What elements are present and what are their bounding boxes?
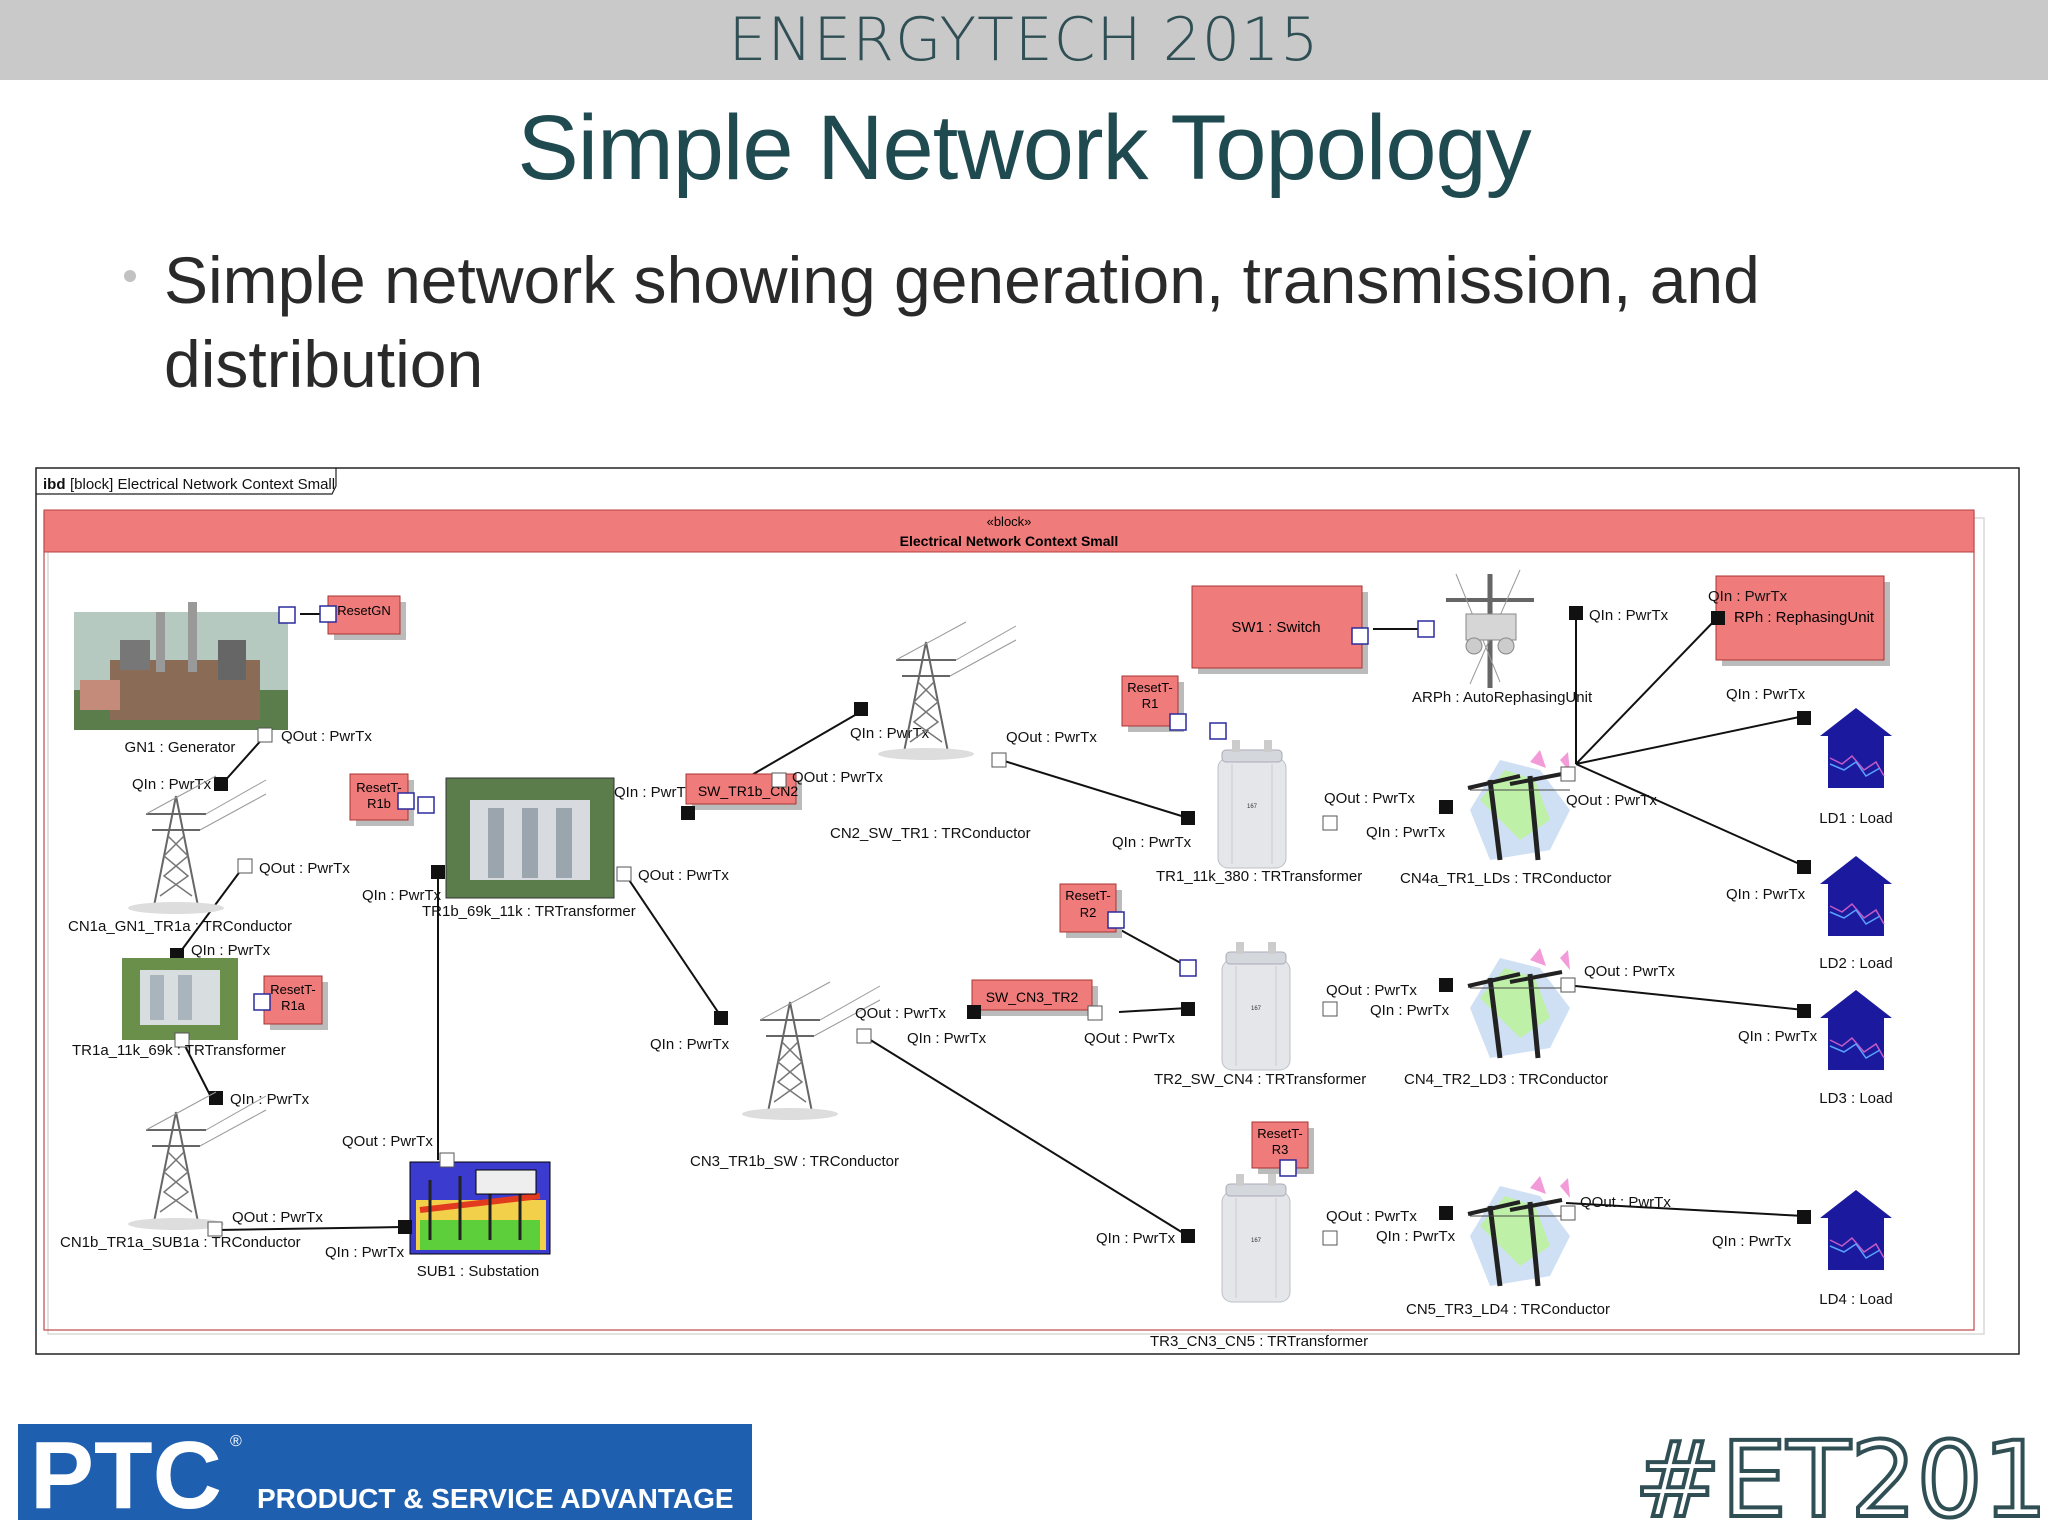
- ld2-label: LD2 : Load: [1819, 955, 1892, 972]
- tr3-qin: QIn : PwrTx: [1096, 1230, 1176, 1247]
- tr1a-label: TR1a_11k_69k : TRTransformer: [72, 1042, 286, 1059]
- ld1-qin: QIn : PwrTx: [1726, 686, 1806, 703]
- ld2-qin: QIn : PwrTx: [1726, 886, 1806, 903]
- ptc-tagline: PRODUCT & SERVICE ADVANTAGE: [257, 1483, 734, 1514]
- tr1a-image: [122, 958, 238, 1040]
- cn1b-qin: QIn : PwrTx: [230, 1091, 310, 1108]
- cn1a-label: CN1a_GN1_TR1a : TRConductor: [68, 918, 292, 935]
- arph-label: ARPh : AutoRephasingUnit: [1412, 689, 1593, 706]
- arph-image: [1446, 569, 1534, 688]
- sw-cn3-tr2-label: SW_CN3_TR2: [986, 989, 1079, 1005]
- cn3-qout: QOut : PwrTx: [855, 1005, 946, 1022]
- sub1-label: SUB1 : Substation: [417, 1263, 540, 1280]
- cn4a-label: CN4a_TR1_LDs : TRConductor: [1400, 870, 1611, 887]
- svg-text:®: ®: [230, 1433, 242, 1450]
- cn1b-label: CN1b_TR1a_SUB1a : TRConductor: [60, 1234, 301, 1251]
- top-banner: ENERGYTECH 2015: [0, 0, 2048, 80]
- sub1-qout: QOut : PwrTx: [342, 1133, 433, 1150]
- cn2-label: CN2_SW_TR1 : TRConductor: [830, 825, 1031, 842]
- hashtag-text: #ET2015: [1634, 1419, 2040, 1528]
- cn5-qin: QIn : PwrTx: [1376, 1228, 1456, 1245]
- tr1b-qin: QIn : PwrTx: [362, 887, 442, 904]
- cn3-qin: QIn : PwrTx: [650, 1036, 730, 1053]
- sw1-label: SW1 : Switch: [1231, 619, 1320, 636]
- resettr1a-label-1: ResetT-: [270, 982, 316, 997]
- resettr2-label-1: ResetT-: [1065, 888, 1111, 903]
- gn1-qout: QOut : PwrTx: [281, 728, 372, 745]
- tr1-qout: QOut : PwrTx: [1324, 790, 1415, 807]
- cn4a-qin: QIn : PwrTx: [1366, 824, 1446, 841]
- rph-label: RPh : RephasingUnit: [1734, 609, 1875, 626]
- tr1-label: TR1_11k_380 : TRTransformer: [1156, 868, 1362, 885]
- sub1-qin: QIn : PwrTx: [325, 1244, 405, 1261]
- substation-image: [409, 1161, 551, 1255]
- frame-label: [block] Electrical Network Context Small: [70, 476, 335, 493]
- ld4-qin: QIn : PwrTx: [1712, 1233, 1792, 1250]
- tr2-qout: QOut : PwrTx: [1326, 982, 1417, 999]
- sw-tr1b-qout: QOut : PwrTx: [792, 769, 883, 786]
- cn1b-qout: QOut : PwrTx: [232, 1209, 323, 1226]
- cn1a-qout: QOut : PwrTx: [259, 860, 350, 877]
- sw-tr1b-qin: QIn : PwrTx: [614, 784, 694, 801]
- sw-cn3-qout: QOut : PwrTx: [1084, 1030, 1175, 1047]
- resettr1b-label-1: ResetT-: [356, 780, 402, 795]
- cn3-label: CN3_TR1b_SW : TRConductor: [690, 1153, 899, 1170]
- generator-image: [74, 602, 288, 730]
- cn4-qin: QIn : PwrTx: [1370, 1002, 1450, 1019]
- ld4-label: LD4 : Load: [1819, 1291, 1892, 1308]
- frame-label-kind: ibd: [43, 476, 66, 493]
- ld3-label: LD3 : Load: [1819, 1090, 1892, 1107]
- resettr3-label-2: R3: [1272, 1142, 1289, 1157]
- cn5-qout: QOut : PwrTx: [1580, 1194, 1671, 1211]
- tr1-qin: QIn : PwrTx: [1112, 834, 1192, 851]
- bullet-text: Simple network showing generation, trans…: [164, 243, 1760, 401]
- resettr1-label-1: ResetT-: [1127, 680, 1173, 695]
- resettr1-label-2: R1: [1142, 696, 1159, 711]
- block-title: Electrical Network Context Small: [900, 533, 1119, 549]
- cn5-label: CN5_TR3_LD4 : TRConductor: [1406, 1301, 1610, 1318]
- cn4-label: CN4_TR2_LD3 : TRConductor: [1404, 1071, 1608, 1088]
- gn1-label: GN1 : Generator: [125, 739, 236, 756]
- cn4a-qout: QOut : PwrTx: [1566, 792, 1657, 809]
- sw-cn3-qin: QIn : PwrTx: [907, 1030, 987, 1047]
- energytech-logo: ENERGYTECH 2015: [728, 5, 1320, 75]
- bullet-dot-icon: [124, 270, 136, 282]
- cn4-qout: QOut : PwrTx: [1584, 963, 1675, 980]
- tr1a-qin: QIn : PwrTx: [191, 942, 271, 959]
- resettr1b-label-2: R1b: [367, 796, 391, 811]
- tr1b-image: [445, 777, 615, 899]
- resettr3-label-1: ResetT-: [1257, 1126, 1303, 1141]
- tr3-qout: QOut : PwrTx: [1326, 1208, 1417, 1225]
- tr2-label: TR2_SW_CN4 : TRTransformer: [1154, 1071, 1366, 1088]
- tr3-label: TR3_CN3_CN5 : TRTransformer: [1150, 1333, 1368, 1350]
- resettr1a-label-2: R1a: [281, 998, 306, 1013]
- resetgn-label: ResetGN: [337, 603, 390, 618]
- rph-qin: QIn : PwrTx: [1708, 588, 1788, 605]
- tr1b-qout: QOut : PwrTx: [638, 867, 729, 884]
- cn4a-qin-top: QIn : PwrTx: [1589, 607, 1669, 624]
- tr1b-label: TR1b_69k_11k : TRTransformer: [422, 903, 636, 920]
- hashtag-logo: #ET2015: [1630, 1417, 2048, 1536]
- ptc-wordmark: PTC: [30, 1422, 222, 1529]
- block-stereotype: «block»: [987, 514, 1032, 529]
- ptc-logo: PTC ® PRODUCT & SERVICE ADVANTAGE: [18, 1422, 752, 1529]
- cn2-qout: QOut : PwrTx: [1006, 729, 1097, 746]
- cn2-qin: QIn : PwrTx: [850, 725, 930, 742]
- ld3-qin: QIn : PwrTx: [1738, 1028, 1818, 1045]
- slide-title: Simple Network Topology: [517, 97, 1531, 199]
- resettr2-label-2: R2: [1080, 905, 1097, 920]
- ld1-label: LD1 : Load: [1819, 810, 1892, 827]
- connectors: [177, 612, 1805, 1237]
